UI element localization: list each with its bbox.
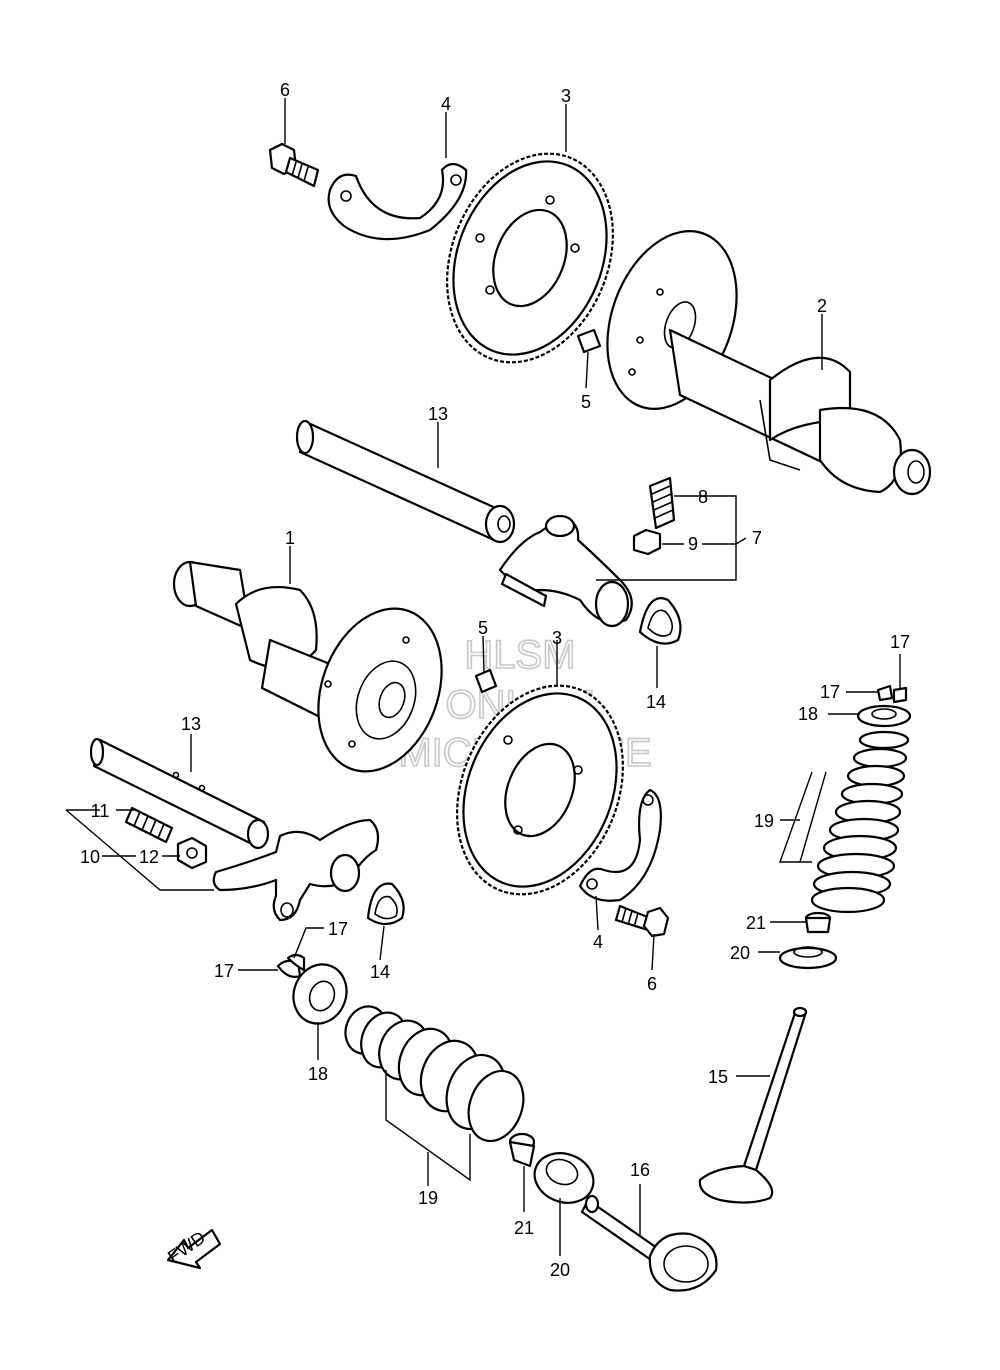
dowel-part-5-upper (576, 328, 602, 354)
collet-part-17-upper (876, 684, 908, 704)
locknut-part-9 (632, 528, 662, 556)
rocker-arm-part-10 (212, 818, 380, 922)
leader-lines (65, 98, 901, 1256)
gear-part-3-upper (446, 152, 614, 364)
callout-6-upper: 6 (280, 80, 290, 100)
bolt-part-6-lower (614, 904, 670, 938)
callout-18-upper: 18 (798, 704, 818, 724)
callout-2: 2 (817, 296, 827, 316)
valve-spring-part-19-upper (810, 730, 910, 914)
camshaft-part-1 (172, 560, 443, 773)
callout-17-side: 17 (820, 682, 840, 702)
collet-part-17-lower (276, 953, 306, 978)
spring-seat-part-20-upper (778, 946, 838, 970)
camshaft-part-2 (606, 230, 932, 496)
callout-18-lower: 18 (308, 1064, 328, 1084)
spring-seat-part-20-lower (533, 1152, 595, 1204)
callout-3-lower: 3 (552, 628, 562, 648)
retainer-part-4-lower (578, 788, 662, 902)
callout-13-upper: 13 (428, 404, 448, 424)
callout-5-lower: 5 (478, 618, 488, 638)
callout-11: 11 (91, 801, 110, 821)
adjust-screw-part-11 (124, 806, 174, 844)
callout-15: 15 (708, 1067, 728, 1087)
callout-13-lower: 13 (181, 714, 201, 734)
callout-4-upper: 4 (441, 94, 451, 114)
callout-20-lower: 20 (550, 1260, 570, 1280)
fwd-direction-badge: FWD (164, 1227, 222, 1270)
callout-17-top: 17 (890, 632, 910, 652)
washer-part-14-lower (366, 882, 405, 926)
spring-retainer-part-18-lower (292, 963, 348, 1025)
callout-1: 1 (285, 528, 295, 548)
stem-seal-part-21-lower (508, 1132, 536, 1168)
adjust-screw-part-8 (648, 476, 676, 530)
callout-3-upper: 3 (561, 86, 571, 106)
bolt-part-6-upper (268, 142, 320, 188)
callout-12: 12 (139, 847, 159, 867)
callout-9: 9 (688, 534, 698, 554)
callout-16: 16 (630, 1160, 650, 1180)
callout-20-upper: 20 (730, 943, 750, 963)
callout-14-upper: 14 (646, 692, 666, 712)
washer-part-14-upper (638, 597, 682, 645)
callout-19-upper: 19 (754, 811, 774, 831)
valve-spring-part-19-lower (344, 1005, 525, 1143)
callout-21-lower: 21 (514, 1218, 534, 1238)
locknut-part-12 (176, 836, 208, 870)
callout-19-lower: 19 (418, 1188, 438, 1208)
callout-7: 7 (752, 528, 762, 548)
callout-14-lower: 14 (370, 962, 390, 982)
rocker-shaft-part-13-lower (89, 737, 270, 850)
callout-4-lower: 4 (593, 932, 603, 952)
callout-8: 8 (698, 487, 708, 507)
valve-part-16 (580, 1194, 718, 1292)
spring-retainer-part-18-upper (856, 704, 912, 728)
dowel-part-5-lower (474, 668, 498, 694)
rocker-arm-part-7 (498, 514, 633, 628)
callout-labels: 6 4 3 2 5 13 8 9 7 1 5 3 14 17 17 18 13 … (80, 80, 910, 1280)
stem-seal-part-21-upper (804, 911, 832, 934)
valve-part-15 (698, 1006, 808, 1204)
callout-6-lower: 6 (647, 974, 657, 994)
callout-17-lower-right: 17 (328, 919, 348, 939)
retainer-part-4-upper (327, 162, 468, 241)
callout-5-upper: 5 (581, 392, 591, 412)
callout-17-lower-left: 17 (214, 961, 234, 981)
callout-10: 10 (80, 847, 100, 867)
callout-21-upper: 21 (746, 913, 766, 933)
gear-part-3-lower (456, 684, 624, 896)
rocker-shaft-part-13-upper (295, 419, 516, 544)
